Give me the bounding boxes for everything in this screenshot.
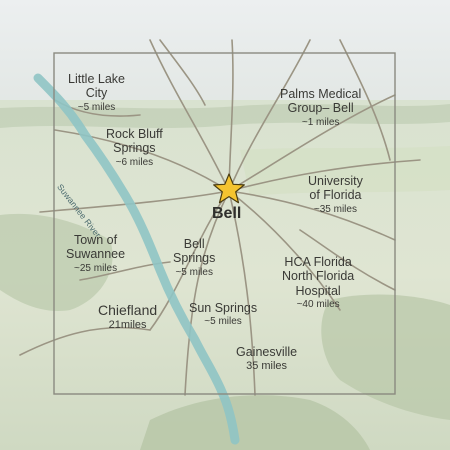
destination-name: Rock Bluff (106, 127, 163, 141)
destination-name: Gainesville (236, 345, 298, 359)
hub-label: Bell (212, 205, 242, 222)
destination-name: Suwannee (66, 247, 126, 262)
destination-distance: ~5 miles (175, 266, 213, 278)
destination-distance: ~1 miles (301, 116, 340, 128)
destination-name: Springs (173, 251, 216, 266)
destination-name: Hospital (295, 283, 341, 298)
road (54, 129, 230, 192)
destination-distance: ~5 miles (204, 316, 242, 328)
destination-name: HCA Florida (284, 255, 352, 269)
road (228, 190, 341, 311)
destination-chiefland: Chiefland 21miles (98, 302, 157, 332)
destination-university-of-florida: University of Florida ~35 miles (308, 174, 363, 215)
destination-little-lake-city: Little Lake City ~5 miles (68, 72, 125, 113)
sky (0, 0, 450, 110)
road (299, 229, 396, 291)
road (159, 39, 206, 106)
road (228, 190, 396, 241)
road (149, 190, 230, 331)
destination-name: Chiefland (98, 302, 158, 318)
destination-name: Sun Springs (189, 301, 258, 315)
destination-name: Springs (113, 141, 156, 156)
destination-distance: ~25 miles (74, 262, 118, 274)
map-frame (53, 52, 396, 395)
destination-name: Group– Bell (287, 101, 354, 116)
tree-band-far (0, 104, 450, 128)
destination-name: City (85, 86, 108, 101)
tree-cluster-left (0, 213, 113, 311)
destination-distance: ~5 miles (77, 101, 116, 113)
destination-name: of Florida (309, 188, 362, 203)
road (228, 39, 234, 192)
road (228, 190, 256, 396)
road (39, 190, 230, 213)
destination-distance: ~35 miles (313, 203, 357, 215)
destination-name: University (308, 174, 363, 188)
destination-gainesville: Gainesville 35 miles (236, 345, 297, 373)
destination-distance: ~6 miles (115, 156, 154, 168)
destination-name: Palms Medical (280, 87, 362, 101)
destination-distance: 35 miles (246, 360, 288, 373)
road (149, 39, 230, 192)
destination-hca-florida-hospital: HCA Florida North Florida Hospital ~40 m… (282, 255, 354, 311)
destination-rock-bluff-springs: Rock Bluff Springs ~6 miles (106, 127, 163, 168)
destination-palms-medical: Palms Medical Group– Bell ~1 miles (280, 87, 361, 128)
road-network (19, 39, 421, 396)
destination-sun-springs: Sun Springs ~5 miles (189, 301, 257, 328)
destination-name: Town of (73, 233, 118, 247)
destination-name: Bell (183, 237, 205, 251)
road (19, 326, 151, 356)
tree-cluster-right (321, 294, 450, 420)
suwannee-river (33, 73, 240, 445)
destination-bell-springs: Bell Springs ~5 miles (173, 237, 215, 278)
destination-town-of-suwannee: Town of Suwannee ~25 miles (66, 233, 125, 274)
field-strip (240, 146, 450, 196)
destination-name: North Florida (282, 269, 355, 284)
destination-name: Little Lake (68, 72, 125, 86)
star-icon (213, 173, 245, 204)
road (228, 94, 396, 192)
tree-cluster-bottom (140, 395, 370, 450)
destination-distance: 21miles (108, 319, 147, 332)
destination-distance: ~40 miles (296, 299, 340, 311)
road (184, 190, 230, 396)
road (228, 39, 311, 192)
